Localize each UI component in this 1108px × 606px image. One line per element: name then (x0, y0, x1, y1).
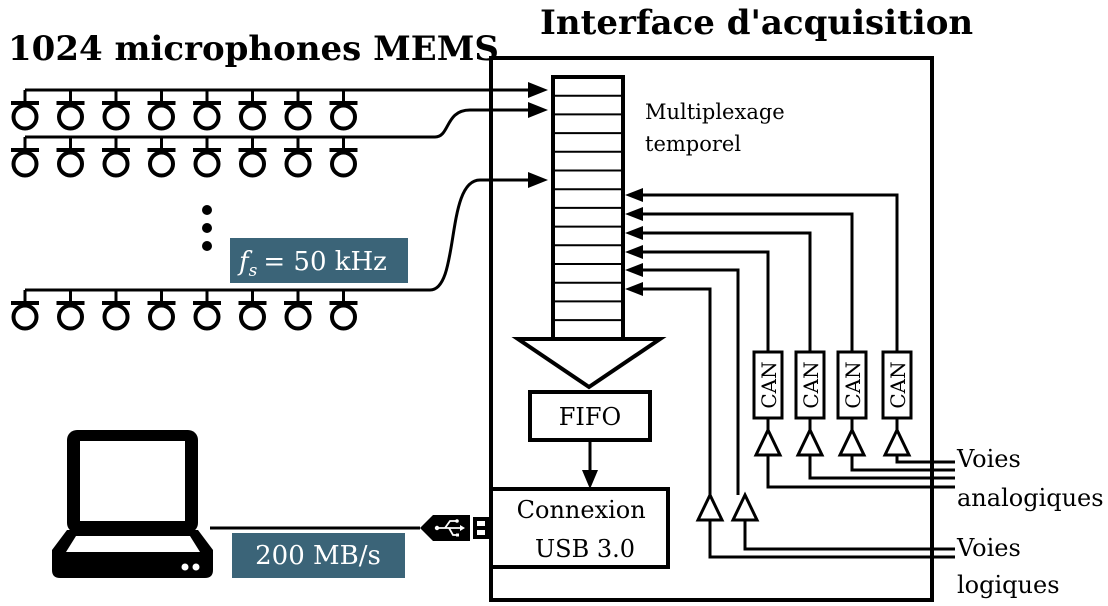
mems-microphone (284, 90, 312, 131)
can-block: CAN (752, 350, 784, 420)
mems-microphone (147, 137, 176, 178)
can-label: CAN (841, 361, 865, 408)
mems-microphone (147, 90, 176, 131)
svg-text:200 MB/s: 200 MB/s (255, 541, 381, 571)
title-right: Interface d'acquisition (540, 3, 973, 43)
mic-row (11, 90, 358, 131)
can-block: CAN (836, 350, 868, 420)
mems-microphone (329, 90, 358, 131)
mic-arrowheads (528, 82, 548, 188)
fifo-label: FIFO (559, 403, 621, 431)
mems-microphone (238, 90, 267, 131)
throughput-badge: 200 MB/s (232, 533, 405, 578)
usb-box-label: Connexion USB 3.0 (517, 496, 654, 563)
usb-plug-icon (420, 515, 489, 541)
mems-microphone (11, 137, 39, 178)
mems-microphone (102, 90, 130, 131)
fifo-to-usb-arrow (582, 470, 598, 489)
mems-microphone (147, 290, 176, 331)
svg-text:fs= 50 kHz: fs= 50 kHz (237, 247, 387, 281)
title-left: 1024 microphones MEMS (8, 29, 499, 69)
mems-microphone (102, 290, 130, 331)
mems-microphone (329, 290, 358, 331)
mic-row (11, 290, 358, 331)
analog-label: Voies analogiques (956, 445, 1104, 512)
mems-microphone (11, 90, 39, 131)
logic-label: Voies logiques (956, 534, 1060, 599)
mems-microphone (284, 290, 312, 331)
usb-connection-box (489, 487, 670, 569)
adc-blocks: CAN CAN CAN CAN (752, 350, 913, 420)
mems-microphone (56, 90, 85, 131)
mux-output-arrow (511, 337, 667, 390)
mems-microphone (329, 137, 358, 178)
fs-value: = 50 kHz (263, 247, 387, 277)
can-label: CAN (757, 361, 781, 408)
ellipsis-dots (202, 205, 212, 251)
fs-subscript: s (249, 261, 258, 281)
mux-register-stack (551, 75, 625, 341)
logic-input-wires (708, 520, 955, 559)
mems-microphone (193, 90, 221, 131)
can-label: CAN (886, 361, 910, 408)
mems-microphone-array (11, 90, 358, 331)
analog-buffers (753, 426, 912, 457)
sampling-rate-badge: fs= 50 kHz (230, 238, 408, 283)
mems-microphone (102, 137, 130, 178)
mems-microphone (11, 290, 39, 331)
can-block: CAN (881, 350, 913, 420)
mux-label: Multiplexage temporel (645, 100, 791, 156)
mems-microphone (56, 137, 85, 178)
laptop-icon (52, 430, 213, 578)
mic-row (11, 137, 358, 178)
can-feedback-wires (640, 193, 899, 495)
mems-microphone (193, 290, 221, 331)
mems-microphone (193, 137, 221, 178)
can-block: CAN (794, 350, 826, 420)
mic-to-mux-wires (25, 88, 530, 292)
buffer-to-can-lines (766, 418, 899, 430)
mems-microphone (238, 137, 267, 178)
can-label: CAN (799, 361, 823, 408)
mems-microphone (238, 290, 267, 331)
analog-input-wires (766, 455, 955, 489)
feedback-arrowheads (625, 188, 643, 296)
mems-microphone (284, 137, 312, 178)
logic-buffers (695, 491, 760, 522)
acquisition-frame (489, 56, 934, 602)
mems-microphone (56, 290, 85, 331)
